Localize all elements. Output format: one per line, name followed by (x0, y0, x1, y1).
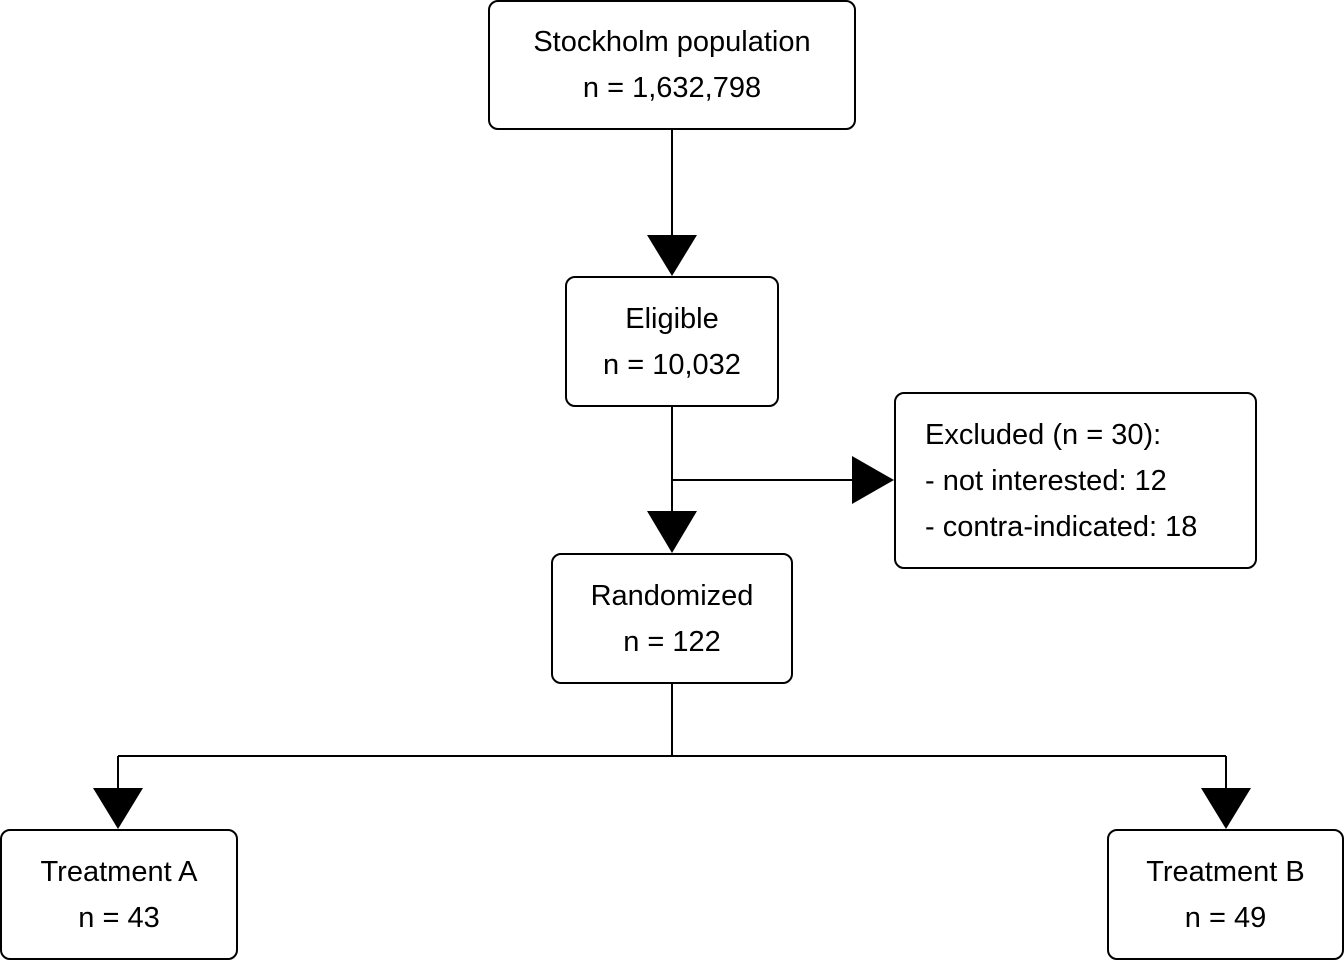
arrowhead-to-randomized (647, 511, 697, 553)
arrowhead-to-excluded (852, 456, 894, 504)
exclusion-reason: - contra-indicated: 18 (925, 510, 1198, 543)
node-stockholm-population: Stockholm population n = 1,632,798 (488, 0, 856, 130)
node-eligible: Eligible n = 10,032 (565, 276, 779, 407)
node-title: Stockholm population (533, 26, 811, 58)
node-count: n = 43 (78, 901, 160, 934)
node-count: n = 1,632,798 (582, 72, 762, 104)
node-count: n = 10,032 (603, 348, 741, 381)
node-title: Excluded (n = 30): (925, 418, 1162, 451)
node-treatment-b: Treatment B n = 49 (1107, 829, 1344, 960)
node-excluded: Excluded (n = 30): - not interested: 12 … (894, 392, 1257, 569)
node-count: n = 49 (1184, 901, 1267, 934)
arrowhead-to-eligible (647, 235, 697, 276)
node-title: Randomized (590, 579, 754, 612)
node-treatment-a: Treatment A n = 43 (0, 829, 238, 960)
node-randomized: Randomized n = 122 (551, 553, 793, 684)
exclusion-reason: - not interested: 12 (925, 464, 1167, 497)
node-count: n = 122 (623, 625, 721, 658)
arrowhead-to-treatment-a (93, 788, 143, 829)
arrowhead-to-treatment-b (1201, 788, 1251, 829)
node-title: Treatment A (40, 855, 198, 888)
node-title: Treatment B (1146, 855, 1305, 888)
node-title: Eligible (625, 302, 719, 335)
